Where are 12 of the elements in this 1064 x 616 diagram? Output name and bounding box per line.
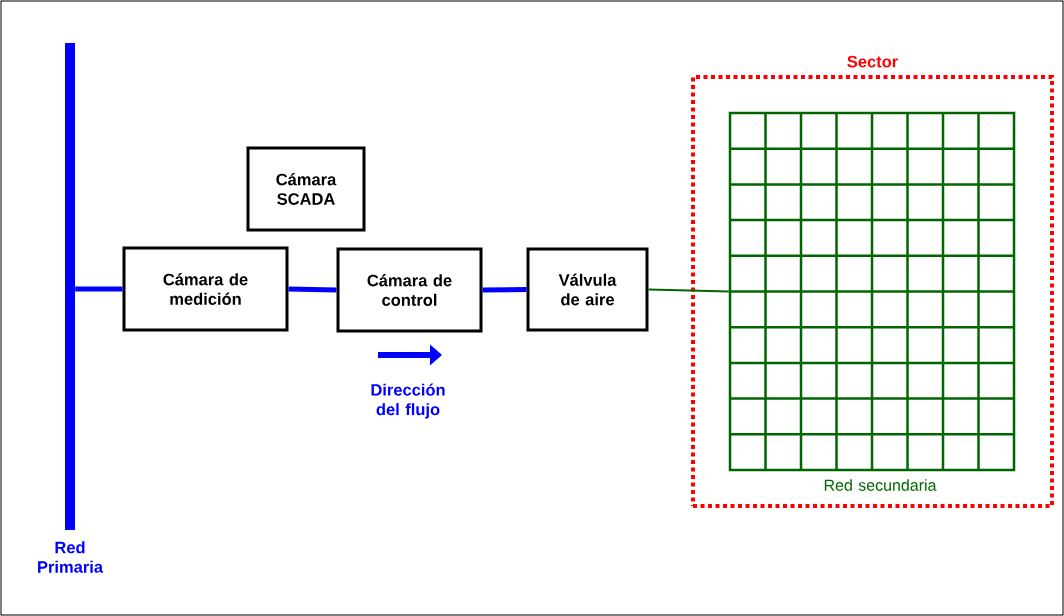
pipe-line <box>288 286 337 293</box>
node-caption: Red secundaria <box>824 479 937 491</box>
process-box: Cámara SCADA <box>246 146 366 232</box>
flow-label: Dirección del flujo <box>371 383 445 419</box>
pipe-line <box>75 286 123 292</box>
process-box: Cámara de medición <box>122 246 289 332</box>
process-box: Válvula de aire <box>526 247 649 332</box>
pipe-line <box>482 287 527 293</box>
process-box: Cámara de control <box>336 247 483 333</box>
node-caption: Red Primaria <box>38 541 104 573</box>
region-title: Sector <box>847 55 898 68</box>
pipe-line <box>647 288 730 293</box>
